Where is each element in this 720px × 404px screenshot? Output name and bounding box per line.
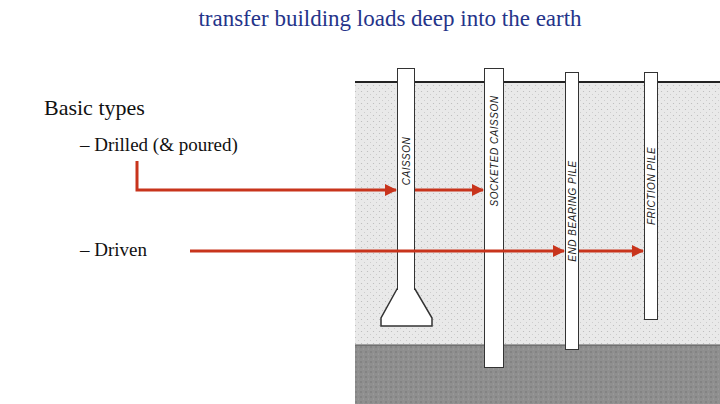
rock-layer: [355, 345, 720, 404]
pile-shaft: END BEARING PILE: [565, 72, 579, 350]
vertical-label: CAISSON: [401, 137, 412, 186]
caisson-shaft: CAISSON: [397, 68, 415, 290]
driven-arrow: [190, 250, 564, 253]
list-item: – Drilled (& poured): [80, 134, 238, 156]
drilled-arrow: [137, 161, 396, 190]
caisson-bell: [381, 289, 432, 326]
caisson-shaft: SOCKETED CAISSON: [484, 68, 504, 368]
list-item: – Driven: [80, 239, 147, 261]
pile-shaft: FRICTION PILE: [644, 72, 658, 320]
heading-text: Basic types: [44, 95, 145, 121]
vertical-label: END BEARING PILE: [567, 160, 578, 261]
slide-title: transfer building loads deep into the ea…: [198, 6, 581, 32]
vertical-label: SOCKETED CAISSON: [489, 96, 500, 207]
rock-line: [355, 345, 720, 346]
red-arrow: [579, 250, 643, 253]
red-arrow: [415, 189, 483, 192]
vertical-label: FRICTION PILE: [646, 147, 657, 225]
